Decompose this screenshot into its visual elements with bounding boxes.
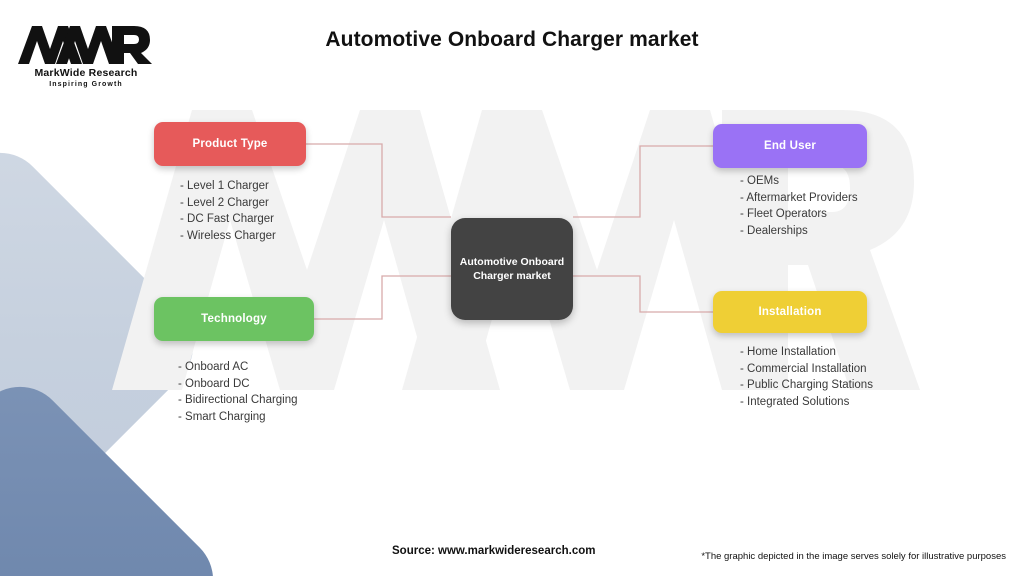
list-item: - Dealerships xyxy=(740,224,808,237)
brand-name: MarkWide Research xyxy=(34,67,138,79)
brand-logo: MarkWide Research Inspiring Growth xyxy=(16,22,156,88)
branch-node-technology[interactable]: Technology xyxy=(154,297,314,341)
list-item: - Smart Charging xyxy=(178,410,266,423)
list-item: - Fleet Operators xyxy=(740,208,827,220)
branch-label: Technology xyxy=(201,313,267,325)
list-item: - Onboard DC xyxy=(178,377,250,390)
page-title: Automotive Onboard Charger market xyxy=(325,28,699,51)
branch-label: Installation xyxy=(758,306,822,318)
list-item: - Level 2 Charger xyxy=(180,196,269,209)
branch-label: Product Type xyxy=(192,138,268,150)
branch-node-end-user[interactable]: End User xyxy=(713,124,867,168)
list-item: - Commercial Installation xyxy=(740,362,867,375)
branch-list-product-type: - Level 1 Charger - Level 2 Charger - DC… xyxy=(180,178,276,244)
center-node-label: Automotive Onboard Charger market xyxy=(459,255,565,282)
list-item: - Bidirectional Charging xyxy=(178,394,298,406)
branch-list-technology: - Onboard AC - Onboard DC - Bidirectiona… xyxy=(178,359,298,425)
list-item: - Home Installation xyxy=(740,346,836,358)
list-item: - Level 1 Charger xyxy=(180,180,269,192)
source-credit: Source: www.markwideresearch.com xyxy=(392,545,596,557)
disclaimer-text: *The graphic depicted in the image serve… xyxy=(701,551,1006,562)
branch-list-installation: - Home Installation - Commercial Install… xyxy=(740,344,873,410)
center-node[interactable]: Automotive Onboard Charger market xyxy=(451,218,573,320)
list-item: - Aftermarket Providers xyxy=(740,191,858,204)
list-item: - DC Fast Charger xyxy=(180,213,274,225)
list-item: - Wireless Charger xyxy=(180,229,276,242)
branch-node-installation[interactable]: Installation xyxy=(713,291,867,333)
brand-tagline: Inspiring Growth xyxy=(49,81,123,88)
branch-list-end-user: - OEMs - Aftermarket Providers - Fleet O… xyxy=(740,173,858,239)
mwr-monogram-icon xyxy=(18,26,152,64)
list-item: - Public Charging Stations xyxy=(740,379,873,391)
list-item: - OEMs xyxy=(740,175,779,187)
branch-label: End User xyxy=(763,140,817,152)
branch-node-product-type[interactable]: Product Type xyxy=(154,122,306,166)
list-item: - Integrated Solutions xyxy=(740,395,850,408)
list-item: - Onboard AC xyxy=(178,361,249,373)
